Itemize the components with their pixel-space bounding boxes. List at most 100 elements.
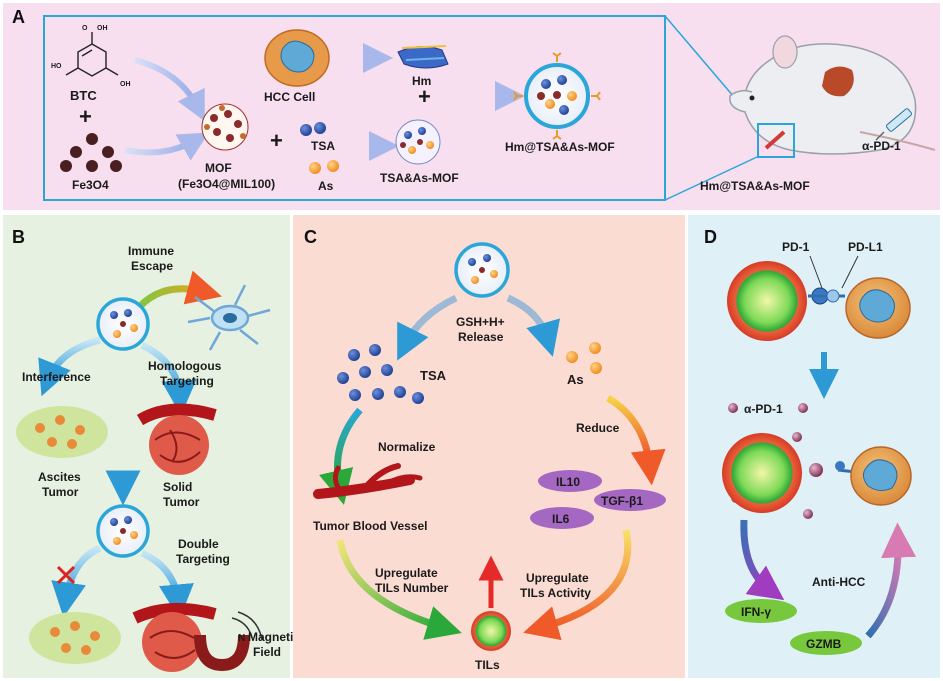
tgf-label: TGF-β1 (601, 494, 643, 508)
hcc-cell-d1-icon (845, 277, 911, 339)
magnet-icon (194, 611, 263, 672)
btc-label: BTC (70, 88, 97, 103)
gzmb-label: GZMB (806, 637, 842, 651)
t-cell-d2-icon (722, 433, 802, 513)
release-arrow-as (506, 294, 561, 357)
ifn-label: IFN-γ (741, 605, 771, 619)
tsa-label-c: TSA (420, 368, 447, 383)
tsa-as-mof-icon (395, 119, 441, 165)
syringe-icon (875, 108, 912, 141)
btc-molecule-icon (65, 32, 119, 77)
upregulate-activity-label-2: TILs Activity (520, 586, 591, 600)
magnet-n-label: N (238, 633, 245, 644)
vessel-label: Tumor Blood Vessel (313, 519, 427, 533)
hm-tsa-as-mof-label: Hm@TSA&As-MOF (505, 140, 615, 154)
panel-c-letter: C (304, 227, 317, 247)
injection-site-box (757, 123, 795, 158)
as-label-a: As (318, 179, 334, 193)
btc-ho-label: HO (51, 63, 62, 70)
pd1-pdl1-binding-icon (808, 287, 845, 305)
immune-escape-label-2: Escape (131, 259, 173, 273)
cross-icon (56, 565, 76, 585)
panel-d: D PD-1 PD-L1 α-PD-1 (688, 215, 940, 678)
ifn-gamma-badge: IFN-γ (725, 599, 797, 623)
gzmb-badge: GZMB (790, 631, 862, 655)
blocked-arrow (51, 544, 102, 618)
tsa-label-a: TSA (311, 139, 335, 153)
synthesis-frame (43, 15, 666, 201)
interference-arrow (38, 336, 101, 397)
double-targeting-arrow (140, 549, 194, 620)
as-label-c: As (567, 372, 584, 387)
solid-label-2: Tumor (163, 495, 200, 509)
anti-pd1-label-d: α-PD-1 (744, 402, 783, 416)
panel-d-letter: D (704, 227, 717, 247)
magnetic-field-label-2: Field (253, 645, 281, 659)
reduce-label: Reduce (576, 421, 620, 435)
panel-b-letter: B (12, 227, 25, 247)
anti-hcc-label: Anti-HCC (812, 575, 866, 589)
il6-label: IL6 (552, 512, 570, 526)
mouse-illustration (729, 35, 936, 155)
hcc-cell-d2-icon (850, 446, 912, 506)
anti-hcc-arrow (865, 522, 917, 639)
solid-label-1: Solid (163, 480, 192, 494)
hm-label: Hm (412, 74, 431, 88)
mof-crystal-icon (201, 103, 249, 151)
nanoparticle-c-icon (454, 242, 510, 298)
ifn-arrow (740, 519, 785, 601)
release-label-1: GSH+H+ (456, 315, 505, 329)
immune-cell-icon (187, 284, 271, 351)
mof-formula-label: (Fe3O4@MIL100) (178, 177, 275, 191)
anti-pd1-label-a: α-PD-1 (862, 139, 901, 153)
ascites-label-1: Ascites (38, 470, 81, 484)
cytokine-il6: IL6 (530, 507, 594, 529)
injected-tube-icon (764, 130, 786, 150)
homologous-arrow (140, 341, 197, 416)
btc-oh-label-top: OH (97, 25, 108, 32)
upregulate-number-label-1: Upregulate (375, 566, 438, 580)
tsa-beads-c (337, 344, 424, 404)
upregulate-activity-arrow (523, 529, 632, 641)
double-label-1: Double (178, 537, 219, 551)
hm-membrane-icon (397, 45, 449, 69)
cytokine-tgf: TGF-β1 (594, 489, 666, 511)
normalize-arrow (318, 407, 363, 506)
hm-tsa-as-mof-nanoparticle-icon (513, 52, 601, 140)
normalize-label: Normalize (378, 440, 436, 454)
til-cell-icon (471, 611, 511, 651)
solid-tumor-2-icon (132, 602, 217, 672)
btc-oh-label-right: OH (120, 81, 131, 88)
blood-vessel-icon (313, 463, 423, 499)
hcc-cell-icon (264, 29, 330, 87)
panel-a-letter: A (12, 7, 25, 27)
plus-sign-a3: + (270, 128, 283, 153)
hcc-cell-label: HCC Cell (264, 90, 315, 104)
plus-sign-a1: + (79, 104, 92, 129)
panel-a: A O OH HO OH BTC + Fe3O4 (3, 3, 940, 210)
ascites-tumor-2-icon (29, 612, 121, 664)
pd1-label: PD-1 (782, 240, 810, 254)
pdl1-label: PD-L1 (848, 240, 883, 254)
arrow-btc-to-mof (134, 57, 205, 122)
ascites-label-2: Tumor (42, 485, 79, 499)
reduce-arrow (606, 394, 666, 486)
nanoparticle-b1-icon (96, 297, 150, 351)
fe3o4-label: Fe3O4 (72, 178, 109, 192)
blocked-binding-icon (809, 461, 857, 477)
mof-label: MOF (205, 161, 232, 175)
pdl1-pointer (841, 255, 859, 289)
double-label-2: Targeting (176, 552, 230, 566)
release-arrow-tsa (397, 294, 458, 361)
il10-label: IL10 (556, 475, 580, 489)
upregulate-number-arrow (336, 539, 462, 640)
panel-b: B Immune Escape Interference Homologous … (3, 215, 300, 678)
t-cell-icon (727, 261, 807, 341)
upregulate-activity-label-1: Upregulate (526, 571, 589, 585)
homologous-label-2: Targeting (160, 374, 214, 388)
zoom-line-bottom (664, 156, 758, 201)
nanoparticle-b2-icon (96, 504, 150, 558)
homologous-label-1: Homologous (148, 359, 222, 373)
fe3o4-particles (60, 133, 122, 172)
